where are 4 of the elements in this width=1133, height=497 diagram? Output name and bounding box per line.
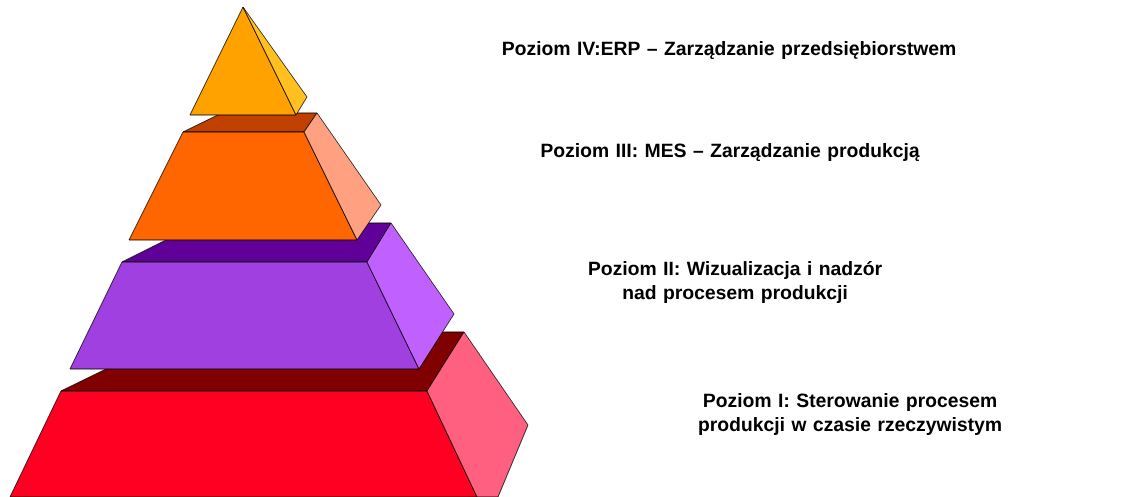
level-label: Poziom II: Wizualizacja i nadzór nad procesem produkcji <box>589 260 882 304</box>
level-label: Poziom III: MES – Zarządzanie produkcją <box>541 143 920 161</box>
level-label: Poziom IV:ERP – Zarządzanie przedsiębiorstwem <box>503 41 956 59</box>
level-label: Poziom I: Sterowanie procesem produkcji w czasie rzeczywistym <box>699 393 1001 435</box>
